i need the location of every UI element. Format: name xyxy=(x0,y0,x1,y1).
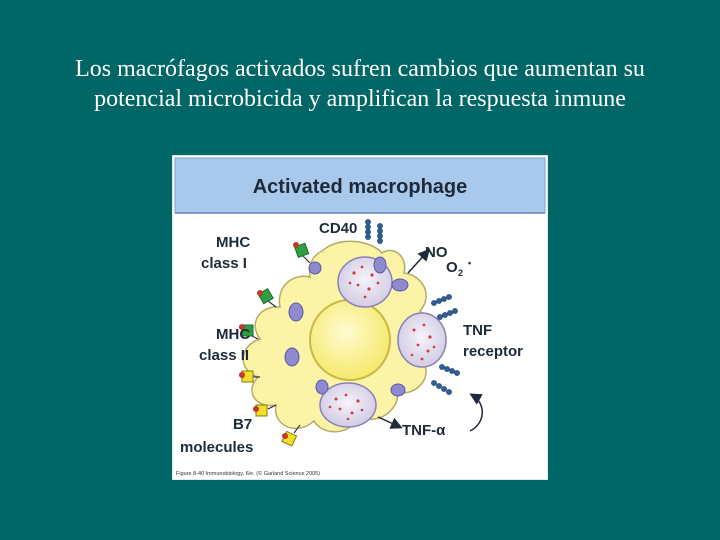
label-mhc-class-i-line-2: class I xyxy=(201,255,247,272)
nucleus xyxy=(309,299,391,381)
label-mhc-class-i-line-1: MHC xyxy=(216,234,250,251)
tnf-alpha-feedback-arrow xyxy=(469,393,483,432)
label-b7-line-2: molecules xyxy=(180,439,253,456)
label-tnf-receptor-line-1: TNF xyxy=(463,322,492,339)
label-mhc-class-ii-line-1: MHC xyxy=(216,326,250,343)
figure-header: Activated macrophage xyxy=(253,176,468,198)
figure-header-bar xyxy=(174,157,546,214)
small-vesicles xyxy=(284,256,409,397)
label-o2-radical: O 2 • xyxy=(446,258,471,278)
figure-caption: Figure 8-40 Immunobiology, 6/e. (© Garla… xyxy=(176,470,320,477)
svg-text:•: • xyxy=(468,258,471,268)
granule-bottom xyxy=(319,382,377,428)
mhc-class-i-molecules xyxy=(239,242,311,340)
tnf-receptors xyxy=(431,294,460,395)
label-cd40: CD40 xyxy=(319,220,357,237)
mhc-class-ii-molecules xyxy=(239,370,301,447)
slide-title-line-1: Los macrófagos activados sufren cambios … xyxy=(75,56,645,82)
svg-text:O: O xyxy=(446,259,458,276)
svg-text:2: 2 xyxy=(458,268,463,278)
label-no: NO xyxy=(425,244,448,261)
granule-right xyxy=(397,312,447,368)
cd40-receptors xyxy=(365,219,383,244)
macrophage-figure: Activated macrophage xyxy=(172,155,548,480)
slide-title: Los macrófagos activados sufren cambios … xyxy=(0,54,720,114)
slide-title-line-2: potencial microbicida y amplifican la re… xyxy=(94,86,626,112)
tnf-alpha-arrow xyxy=(377,416,403,429)
label-tnf-receptor-line-2: receptor xyxy=(463,343,523,360)
label-mhc-class-ii-line-2: class II xyxy=(199,347,249,364)
no-arrow xyxy=(407,248,431,274)
label-b7-line-1: B7 xyxy=(233,416,252,433)
macrophage-diagram: Activated macrophage xyxy=(174,157,546,477)
label-tnf-alpha: TNF-α xyxy=(402,422,446,439)
